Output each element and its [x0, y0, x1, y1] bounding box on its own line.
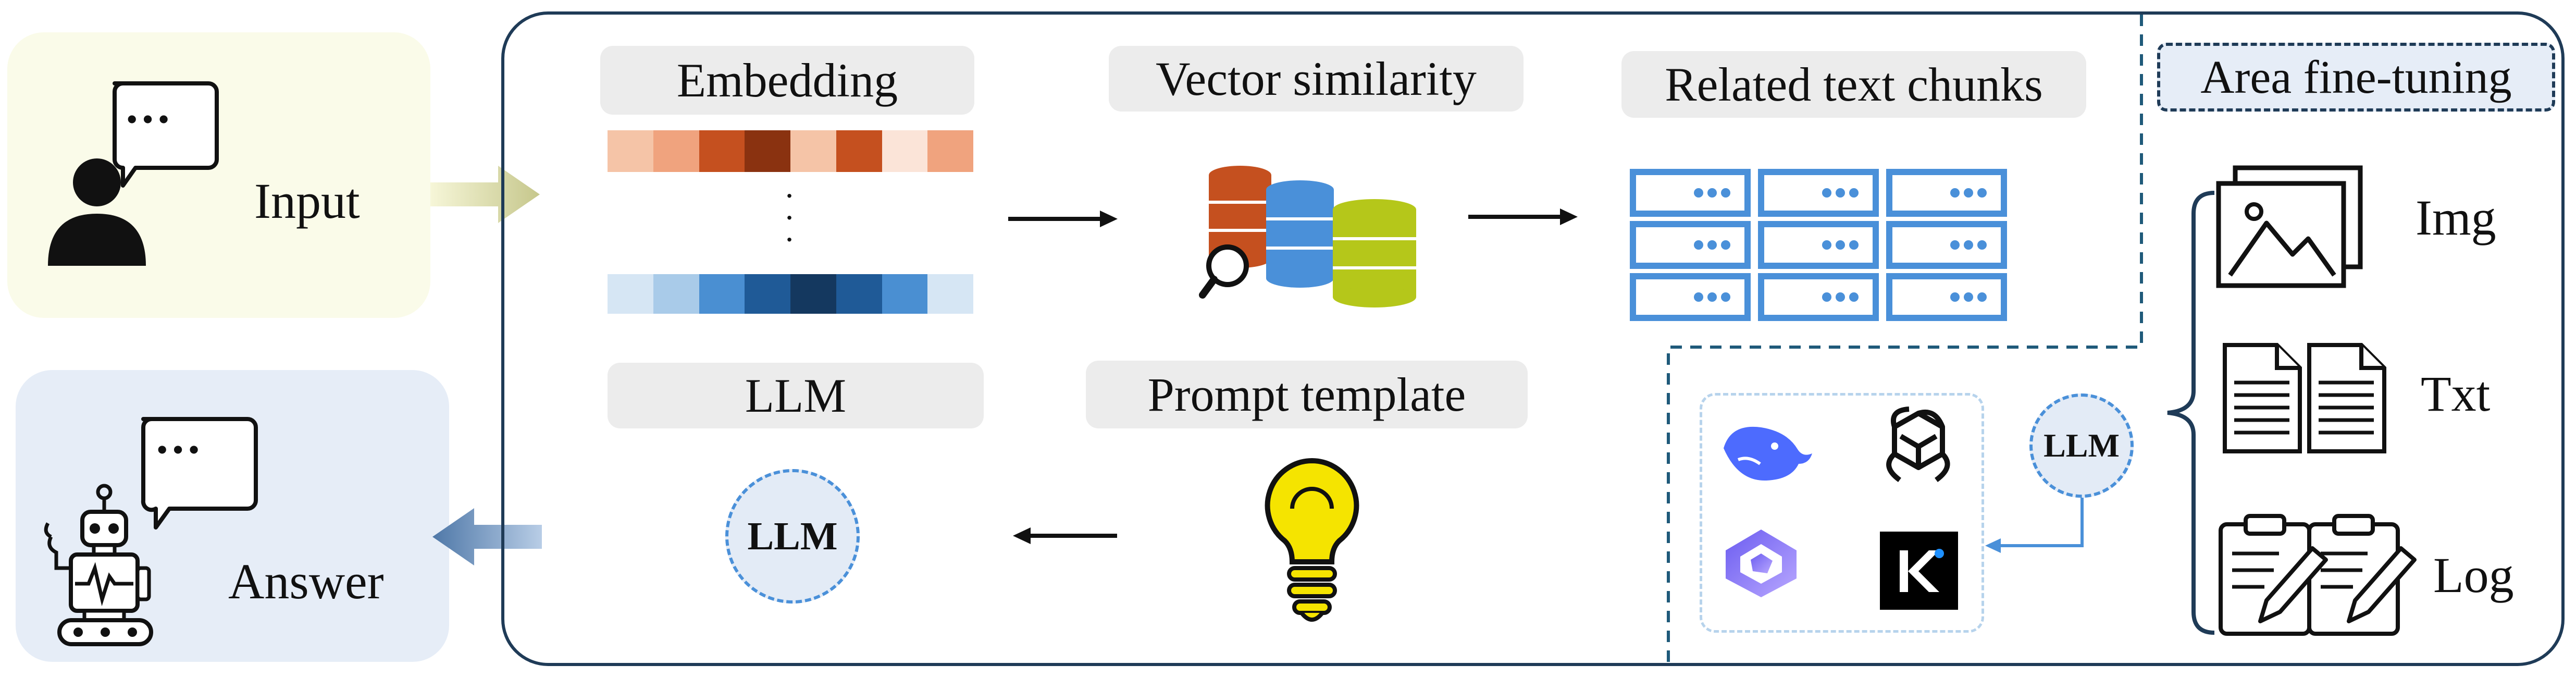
image-icon [2216, 165, 2363, 288]
embedding-bottom-cell-3 [745, 274, 790, 314]
server-led [1836, 240, 1845, 250]
server-led [1950, 188, 1960, 198]
server-led [1707, 240, 1717, 250]
embedding-bar-bottom [608, 274, 973, 314]
arrow-embedding-to-similarity [1008, 211, 1118, 227]
server-led [1977, 240, 1987, 250]
server-led [1836, 188, 1845, 198]
text-chunk-server [1886, 169, 2007, 217]
text-chunk-server [1630, 169, 1751, 217]
server-led [1822, 240, 1831, 250]
server-led [1694, 292, 1703, 302]
embedding-top-cell-1 [653, 130, 699, 172]
vector-database-icon [1199, 166, 1416, 307]
lightbulb-icon [1265, 458, 1359, 622]
similarity-label: Vector similarity [1109, 46, 1524, 112]
llm-circle-label: LLM [747, 514, 838, 558]
server-led [1964, 240, 1973, 250]
server-led [1721, 188, 1730, 198]
server-led [1964, 188, 1973, 198]
embedding-top-cell-5 [836, 130, 882, 172]
server-led [1822, 292, 1831, 302]
prompt-template-label: Prompt template [1086, 361, 1528, 428]
finetune-item-log: Log [2433, 547, 2514, 603]
input-bubble-dots: ••• [126, 101, 174, 138]
whale-logo-icon [1724, 426, 1812, 481]
llm-to-models-connector [1985, 498, 2084, 553]
text-chunk-server [1630, 221, 1751, 269]
server-led [1721, 292, 1730, 302]
finetune-item-img: Img [2416, 190, 2496, 245]
server-led [1977, 188, 1987, 198]
finetune-llm-label: LLM [2044, 427, 2120, 464]
finetune-brace [2167, 191, 2215, 635]
embedding-top-cell-0 [608, 130, 653, 172]
answer-arrow [432, 508, 542, 565]
robot-icon [44, 417, 258, 646]
embedding-bottom-cell-1 [653, 274, 699, 314]
embedding-bottom-cell-2 [699, 274, 745, 314]
server-led [1836, 292, 1845, 302]
pipeline-frame [501, 11, 2565, 666]
kimi-logo-icon [1880, 532, 1958, 610]
finetune-llm-circle: LLM [2029, 393, 2134, 498]
server-led [1950, 292, 1960, 302]
server-led [1849, 188, 1859, 198]
qwen-logo-icon [1726, 530, 1797, 597]
chunks-label: Related text chunks [1621, 51, 2086, 118]
answer-label: Answer [228, 553, 384, 609]
arrow-similarity-to-chunks [1468, 208, 1578, 225]
server-led [1694, 240, 1703, 250]
answer-bubble-dots: ••• [156, 431, 204, 468]
embedding-top-cell-4 [790, 130, 836, 172]
input-label: Input [254, 173, 360, 229]
input-arrow [430, 166, 540, 223]
text-chunks-icon [1630, 169, 2007, 321]
embedding-top-cell-6 [882, 130, 928, 172]
server-led [1822, 188, 1831, 198]
embedding-label: Embedding [600, 46, 974, 115]
clipboard-icon [2219, 514, 2417, 636]
embedding-bottom-cell-7 [927, 274, 973, 314]
server-led [1849, 240, 1859, 250]
embedding-top-cell-3 [745, 130, 790, 172]
llm-circle: LLM [725, 469, 860, 604]
arrow-prompt-to-llm [1013, 527, 1117, 544]
server-led [1707, 188, 1717, 198]
model-logos-box [1700, 393, 1984, 633]
server-led [1964, 292, 1973, 302]
llm-label: LLM [608, 363, 984, 428]
user-icon [48, 81, 219, 266]
text-chunk-server [1758, 221, 1879, 269]
embedding-bottom-cell-5 [836, 274, 882, 314]
embedding-top-cell-7 [927, 130, 973, 172]
text-chunk-server [1630, 273, 1751, 321]
kimi-mark [1900, 549, 1944, 592]
server-led [1707, 292, 1717, 302]
server-led [1721, 240, 1730, 250]
text-chunk-server [1758, 169, 1879, 217]
text-chunk-server [1886, 273, 2007, 321]
server-led [1849, 292, 1859, 302]
server-led [1694, 188, 1703, 198]
finetune-item-txt: Txt [2421, 366, 2491, 422]
server-led [1977, 292, 1987, 302]
openai-logo-icon [1886, 407, 1950, 483]
document-icon [2223, 343, 2386, 453]
text-chunk-server [1886, 221, 2007, 269]
text-chunk-server [1758, 273, 1879, 321]
embedding-ellipsis: ··· [784, 177, 795, 258]
embedding-bottom-cell-6 [882, 274, 928, 314]
finetune-title: Area fine-tuning [2157, 43, 2555, 112]
server-led [1950, 240, 1960, 250]
embedding-bottom-cell-0 [608, 274, 653, 314]
embedding-bottom-cell-4 [790, 274, 836, 314]
embedding-bar-top [608, 130, 973, 172]
embedding-top-cell-2 [699, 130, 745, 172]
